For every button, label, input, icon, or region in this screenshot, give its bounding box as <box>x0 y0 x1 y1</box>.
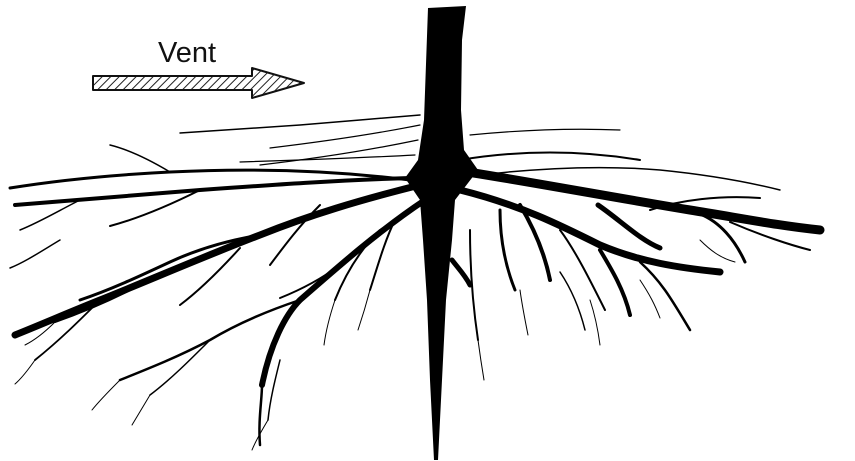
root-left-13 <box>35 300 100 360</box>
root-right-5 <box>600 250 630 315</box>
rootlet-4 <box>520 290 528 335</box>
root-left-18 <box>110 145 170 172</box>
root-main-left <box>15 185 420 335</box>
root-right-16 <box>452 260 470 285</box>
root-left-5 <box>259 385 262 445</box>
rootlet-10 <box>132 395 150 425</box>
wind-label: Vent <box>158 37 216 69</box>
rootlet-2 <box>700 240 735 262</box>
rootlet-1 <box>640 280 660 318</box>
rootlet-12 <box>478 340 484 380</box>
root-left-17 <box>270 205 320 265</box>
rootlet-6 <box>324 300 335 345</box>
root-right-13 <box>460 153 640 161</box>
rootlet-3 <box>590 300 600 345</box>
rootlet-5 <box>358 290 370 330</box>
root-upper-5 <box>470 129 620 135</box>
root-left-20 <box>10 240 60 268</box>
root-left-15 <box>268 360 280 420</box>
root-main-right <box>455 170 820 230</box>
rootlet-7 <box>92 380 120 410</box>
rootlet-9 <box>15 360 35 384</box>
root-left-14 <box>150 340 210 395</box>
root-right-6 <box>640 262 690 330</box>
root-upper-3 <box>260 140 418 165</box>
root-right-3 <box>598 205 660 248</box>
root-right-8 <box>500 210 515 290</box>
root-upper-1 <box>180 115 420 133</box>
wind-arrow-icon <box>93 68 304 98</box>
trunk <box>405 6 478 460</box>
root-right-15 <box>560 272 585 330</box>
